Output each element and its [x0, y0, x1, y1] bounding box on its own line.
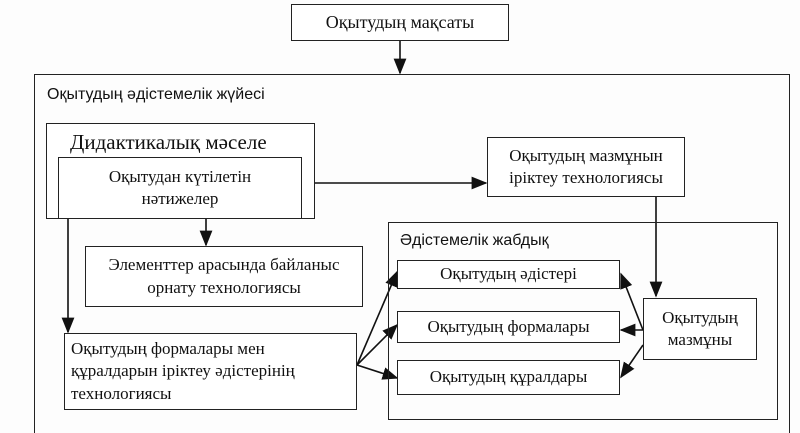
goal-box: Оқытудың мақсаты — [291, 4, 509, 41]
equipment-label: Әдістемелік жабдық — [400, 232, 549, 249]
didactic-title: Дидактикалық мәселе — [70, 130, 267, 154]
forms-selection-box: Оқытудың формалары мен құралдарын ірікте… — [64, 333, 357, 410]
system-label: Оқытудың әдістемелік жүйесі — [47, 86, 265, 103]
relations-box: Элементтер арасында байланыс орнату техн… — [85, 246, 363, 307]
content-box: Оқытудың мазмұны — [643, 298, 757, 360]
system-frame — [34, 74, 790, 433]
forms-box: Оқытудың формалары — [397, 311, 620, 343]
equipment-frame — [388, 222, 778, 420]
content-selection-box: Оқытудың мазмұнын іріктеу технологиясы — [487, 137, 685, 197]
results-box: Оқытудан күтілетін нәтижелер — [58, 157, 302, 219]
tools-box: Оқытудың құралдары — [397, 360, 620, 395]
methods-box: Оқытудың әдістері — [397, 260, 620, 289]
